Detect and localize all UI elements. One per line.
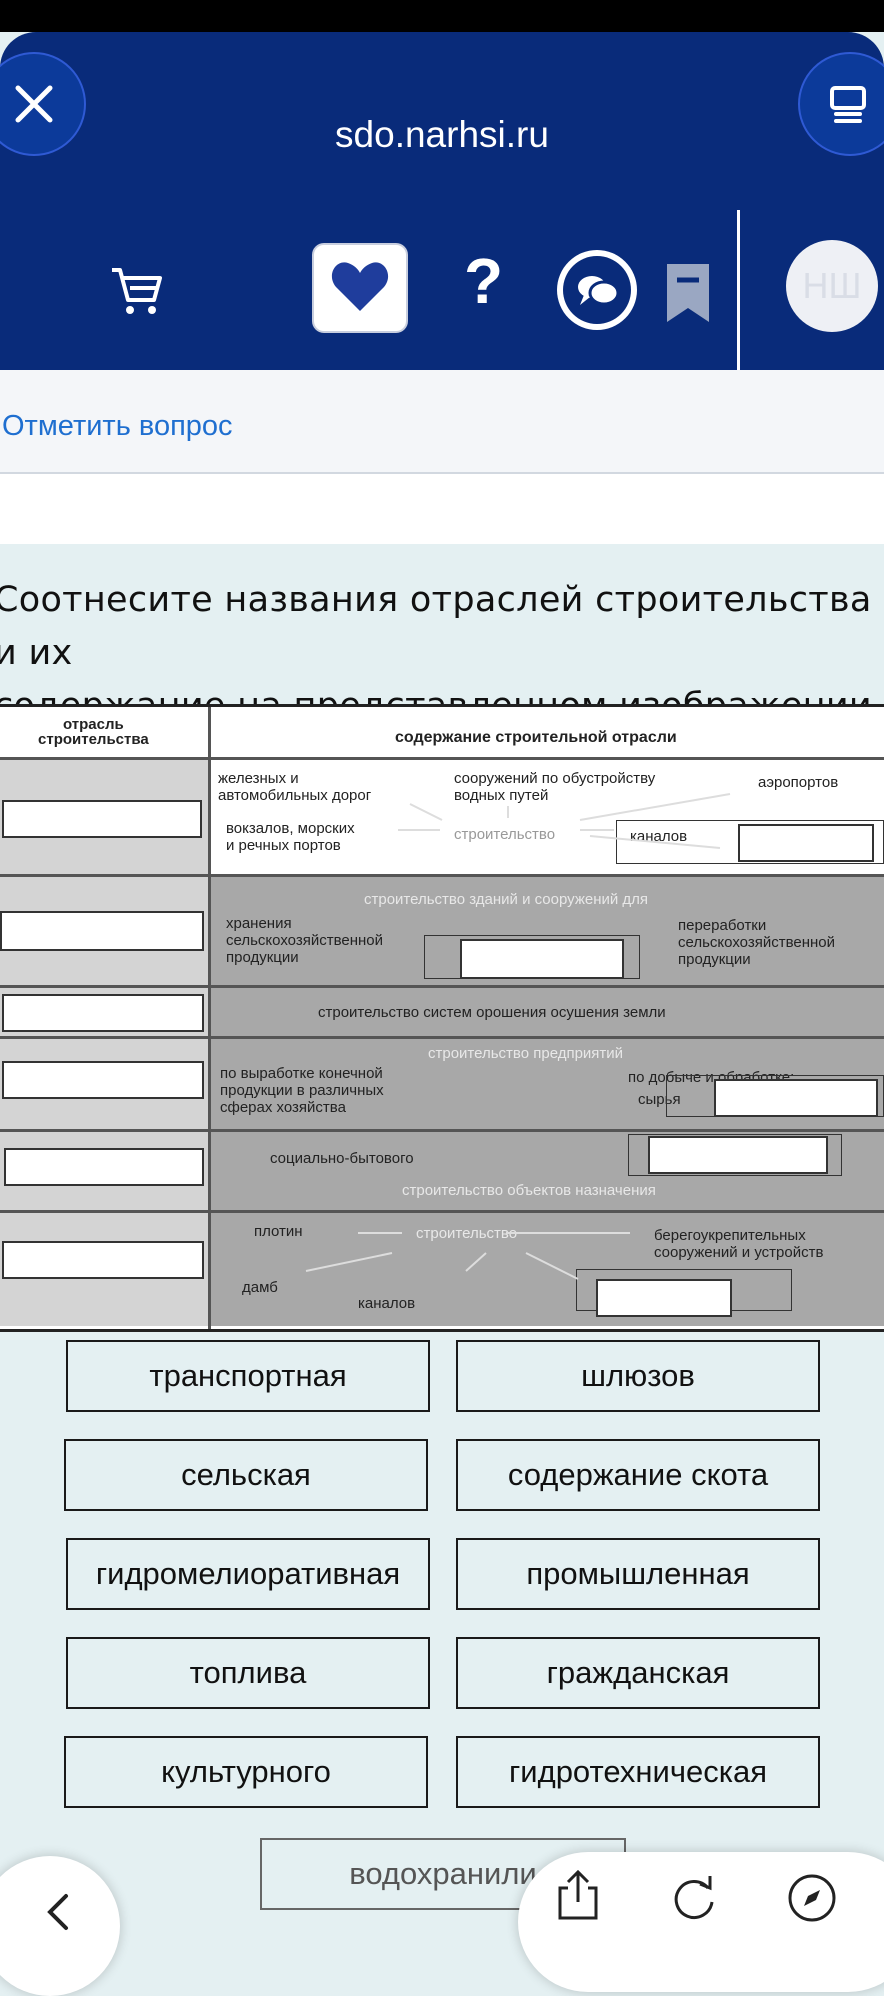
row6-text-construction: строительство <box>416 1225 518 1242</box>
share-icon[interactable] <box>554 1868 602 1920</box>
option-chip[interactable]: гидротехническая <box>456 1736 820 1808</box>
row1-arrows <box>398 793 731 849</box>
table-divider <box>0 1129 884 1132</box>
question-info-bar <box>0 370 884 474</box>
row4-text-enterprises: строительство предприятий <box>428 1045 624 1062</box>
row2-text-buildings: строительство зданий и сооружений для <box>364 891 649 908</box>
row6-text-dikes: дамб <box>242 1279 278 1296</box>
table-row-irrigation: строительство систем орошения осушения з… <box>0 988 884 1036</box>
row6-text-dams: плотин <box>254 1223 303 1240</box>
option-chip[interactable]: гражданская <box>456 1637 820 1709</box>
bottom-nav-bar <box>518 1852 884 1992</box>
table-header-row: отрасль строительства содержание строите… <box>0 707 884 759</box>
option-chip[interactable]: культурного <box>64 1736 428 1808</box>
option-chip[interactable]: промышленная <box>456 1538 820 1610</box>
drop-zone-9[interactable] <box>648 1136 828 1174</box>
chevron-left-icon <box>47 1894 68 1930</box>
bookmark-icon[interactable] <box>665 262 711 329</box>
reader-icon <box>830 86 866 123</box>
row1-text-construction: строительство <box>454 826 556 843</box>
table-row-agricultural: строительство зданий и сооружений для хр… <box>0 877 884 985</box>
question-line-1: Соотнесите названия отраслей строительст… <box>0 580 872 673</box>
drop-zone-2[interactable] <box>738 824 874 862</box>
table-row-hydrotechnical: плотин строительство берегоукрепительных… <box>0 1213 884 1329</box>
row6-text-canals: каналов <box>358 1295 416 1312</box>
reader-button[interactable] <box>798 52 884 156</box>
row5-text-social: социально-бытового <box>270 1150 414 1167</box>
drop-zone-6[interactable] <box>2 1061 204 1099</box>
table-column-divider <box>208 707 211 1329</box>
drop-zone-8[interactable] <box>4 1148 204 1186</box>
row6-arrows <box>305 1232 630 1280</box>
table-row-industrial: строительство предприятий по выработке к… <box>0 1039 884 1129</box>
row5-text-objects: строительство объектов назначения <box>402 1182 656 1199</box>
mark-question-link[interactable]: Отметить вопрос <box>2 410 233 442</box>
option-chip[interactable]: транспортная <box>66 1340 430 1412</box>
option-chip[interactable]: гидромелиоративная <box>66 1538 430 1610</box>
row3-text-irrigation: строительство систем орошения осушения з… <box>318 1004 666 1021</box>
help-icon[interactable]: ? <box>464 245 504 317</box>
header-left: отрасль строительства <box>38 716 149 748</box>
drop-zone-11[interactable] <box>596 1279 732 1317</box>
back-button[interactable] <box>0 1856 120 1996</box>
url-text[interactable]: sdo.narhsi.ru <box>335 114 549 155</box>
reload-icon[interactable] <box>670 1872 718 1920</box>
favorite-button[interactable] <box>312 243 408 333</box>
table-divider <box>0 985 884 988</box>
row-right-cell <box>210 988 884 1036</box>
site-header: sdo.narhsi.ru <box>0 32 884 402</box>
header-divider <box>737 210 740 402</box>
header-right: содержание строительной отрасли <box>395 729 677 746</box>
status-bar <box>0 0 884 32</box>
drop-outline-8 <box>628 1134 842 1176</box>
table-row-civil: социально-бытового строительство объекто… <box>0 1132 884 1210</box>
row1-text-airports: аэропортов <box>758 774 839 791</box>
close-button[interactable] <box>0 52 86 156</box>
drop-zone-4[interactable] <box>460 939 624 979</box>
drop-zone-7[interactable] <box>714 1079 878 1117</box>
compass-icon[interactable] <box>786 1872 838 1924</box>
table-divider <box>0 874 884 877</box>
row4-text-raw: сырья <box>638 1091 681 1108</box>
table-divider <box>0 1210 884 1213</box>
table-divider <box>0 1036 884 1039</box>
spacer-band <box>0 474 884 544</box>
drop-zone-1[interactable] <box>2 800 202 838</box>
avatar[interactable]: НШ <box>786 240 878 332</box>
table-divider <box>0 757 884 760</box>
cart-icon[interactable] <box>108 262 164 323</box>
chat-button[interactable] <box>557 250 637 330</box>
drop-zone-3[interactable] <box>0 911 204 951</box>
option-chip[interactable]: содержание скота <box>456 1439 820 1511</box>
chat-icon <box>578 276 620 306</box>
option-chip[interactable]: шлюзов <box>456 1340 820 1412</box>
drop-zone-5[interactable] <box>2 994 204 1032</box>
close-icon <box>15 85 53 123</box>
matching-table: отрасль строительства содержание строите… <box>0 704 884 1332</box>
heart-icon <box>331 262 389 311</box>
drop-zone-10[interactable] <box>2 1241 204 1279</box>
option-chip[interactable]: топлива <box>66 1637 430 1709</box>
option-chip[interactable]: сельская <box>64 1439 428 1511</box>
